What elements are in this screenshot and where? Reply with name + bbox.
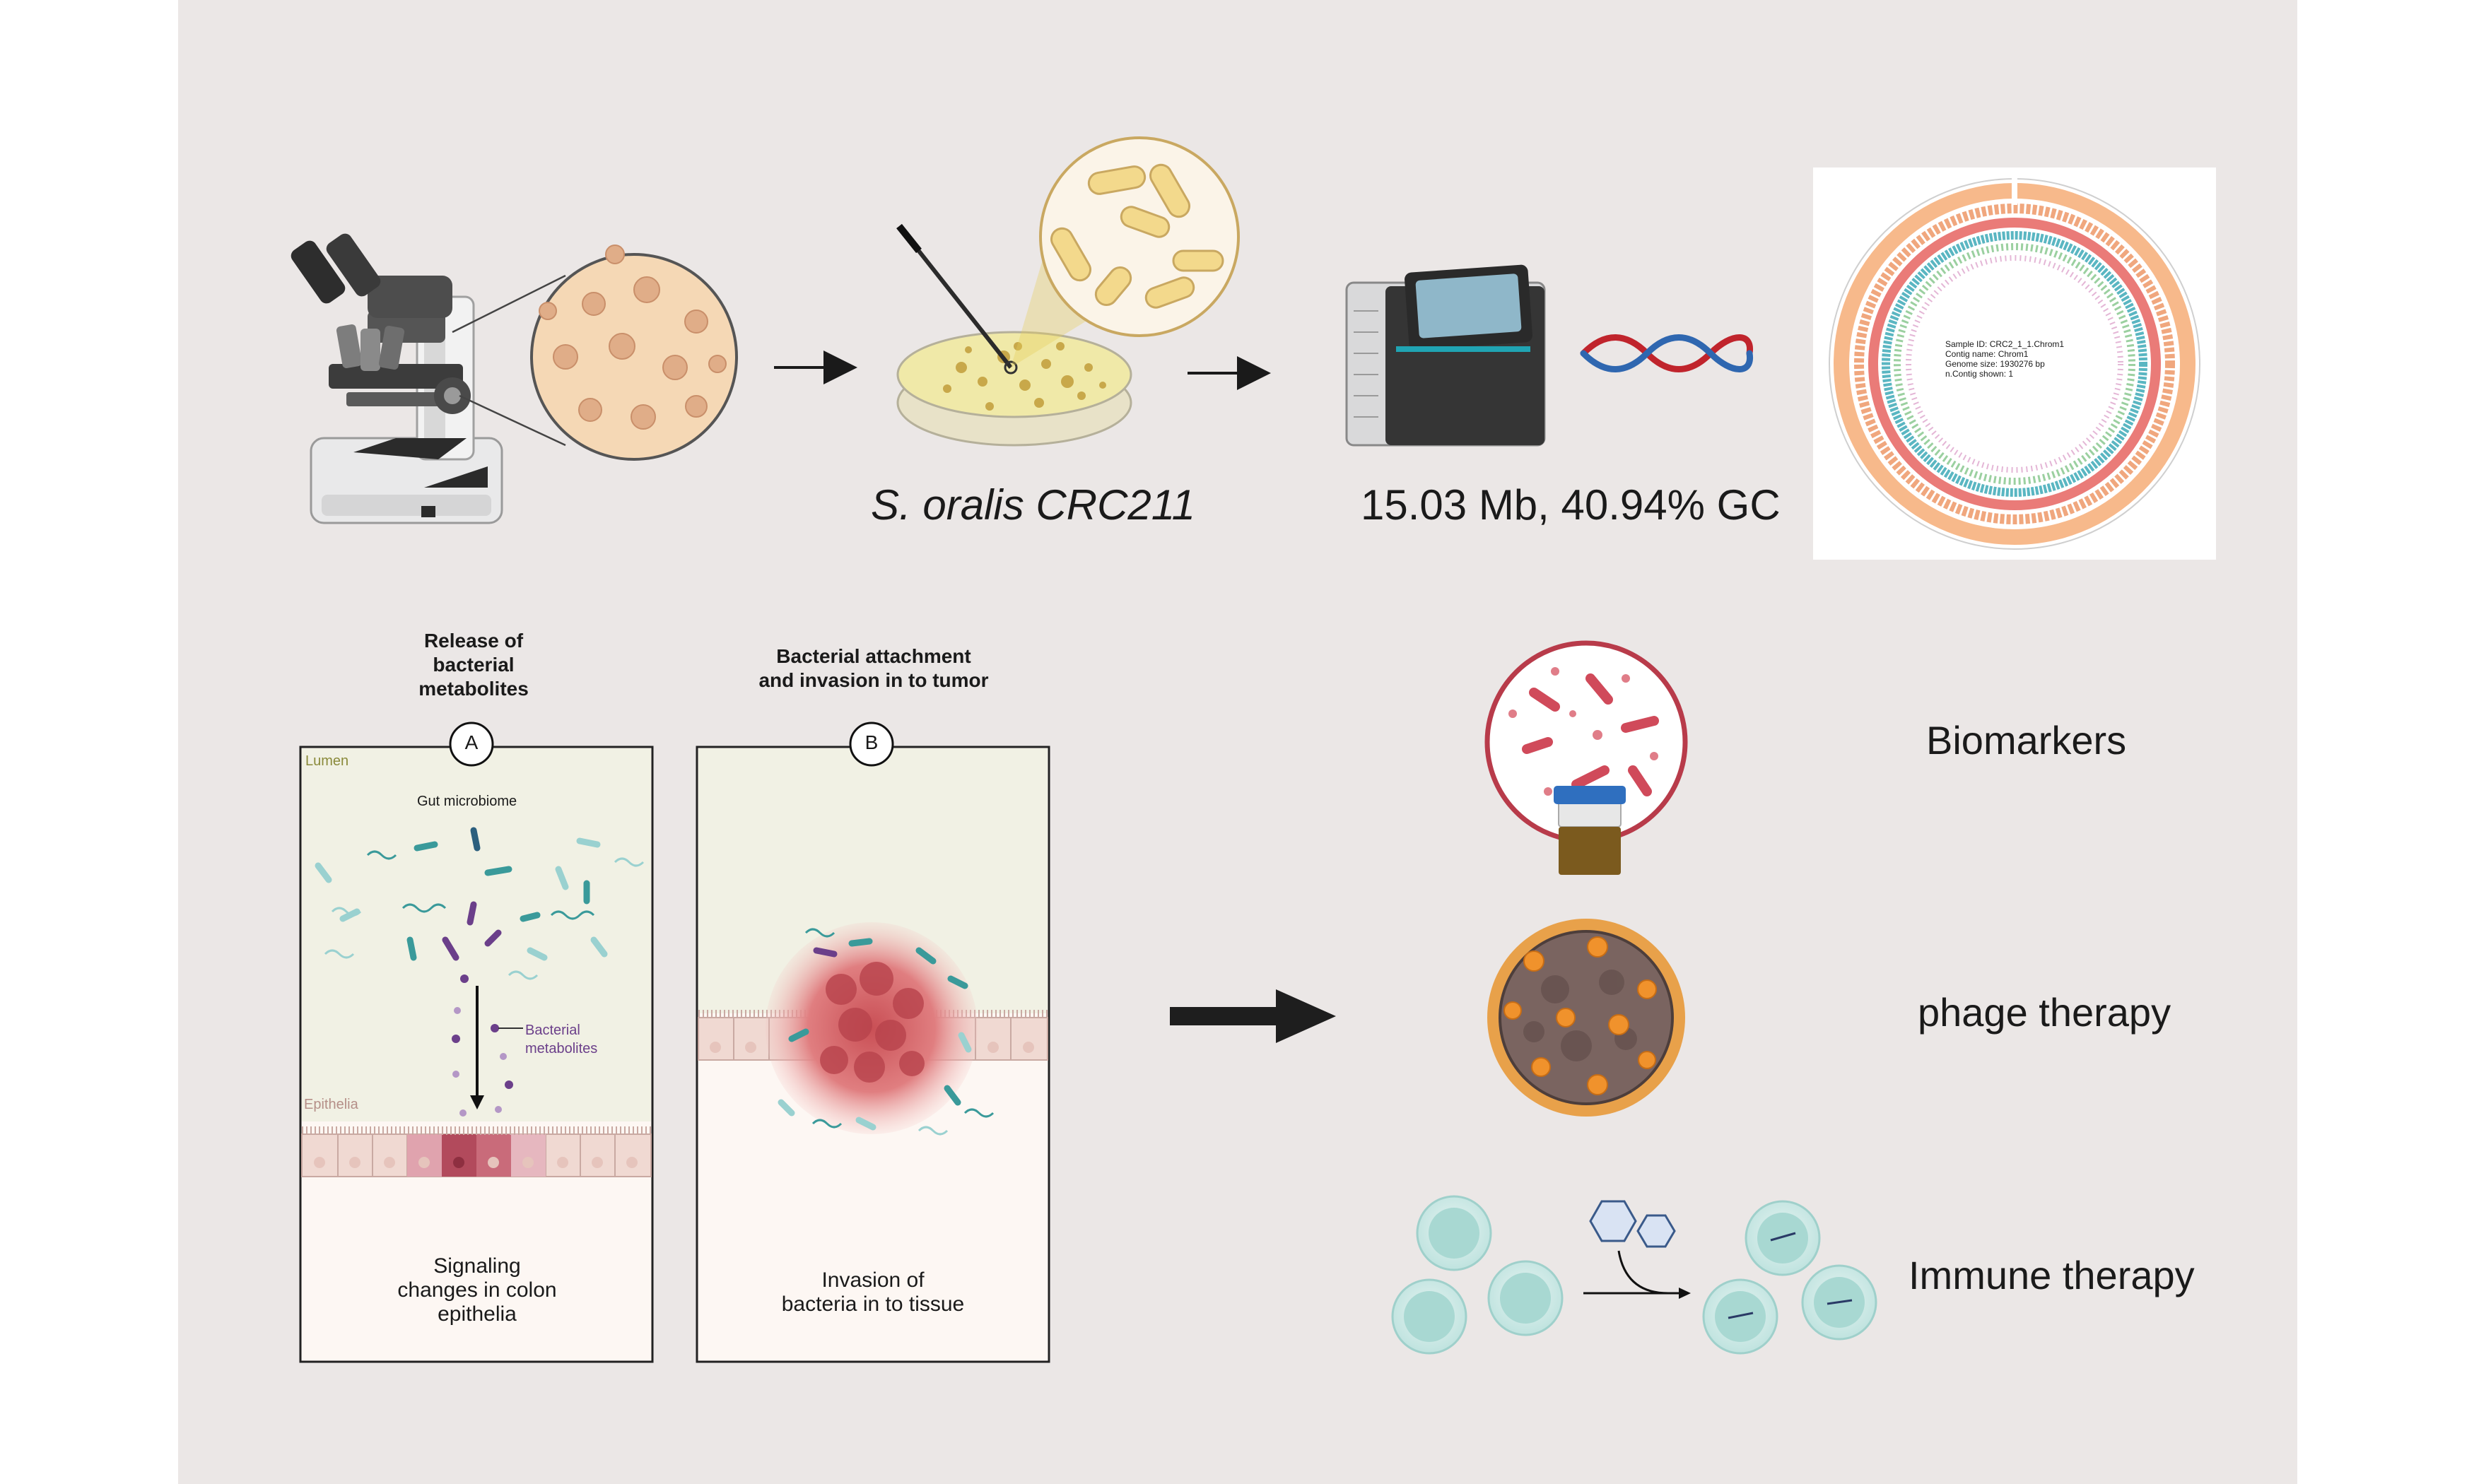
bacteria-magnifier-icon [1039,136,1240,337]
gut-microbiome-label: Gut microbiome [417,794,517,809]
big-arrow-icon [1170,989,1336,1043]
circos-sample-id: Sample ID: CRC2_1_1.Chrom1 [1945,339,2065,349]
panel-b-badge-label: B [864,731,879,753]
immune-cells-icon [1391,1195,1877,1355]
genome-stats: 15.03 Mb, 40.94% GC [1361,481,1781,529]
circos-contig-name: Contig name: Chrom1 [1945,349,2029,359]
tissue-magnifier-icon [530,245,738,461]
panel-b-box [696,746,1050,1363]
outcome-immune-therapy: Immune therapy [1909,1253,2195,1297]
petri-dish-icon [896,223,1132,447]
circos-contig-shown: n.Contig shown: 1 [1945,369,2014,379]
circos-genome-map [1813,167,2216,560]
zoom-line [459,394,566,447]
outcome-phage-therapy: phage therapy [1918,990,2171,1035]
panel-b-caption: Invasion of bacteria in to tissue [781,1268,965,1316]
panel-a-title: Release of bacterial metabolites [418,630,529,700]
metabolites-label: Bacterial metabolites [525,1023,598,1056]
zoom-line [452,274,566,334]
phage-particle-icon [1487,919,1685,1117]
dna-helix-icon [1580,334,1754,372]
panel-a-badge [449,722,494,767]
microscope-icon [291,233,503,524]
panel-a-badge-label: A [464,731,479,753]
epithelia-label: Epithelia [304,1097,358,1112]
circos-genome-size: Genome size: 1930276 bp [1945,359,2045,369]
outcome-biomarkers: Biomarkers [1926,718,2127,762]
biomarker-sample-icon [1484,640,1688,875]
circos-info: Sample ID: CRC2_1_1.Chrom1 Contig name: … [1945,339,2064,379]
panel-a-caption: Signaling changes in colon epithelia [397,1254,557,1326]
panel-a-box [299,746,654,1363]
panel-b-badge [849,722,894,767]
sequencer-icon [1345,264,1546,447]
panel-b-title: Bacterial attachment and invasion in to … [758,645,989,691]
lumen-label: Lumen [305,753,349,769]
strain-label: S. oralis CRC211 [871,481,1196,529]
